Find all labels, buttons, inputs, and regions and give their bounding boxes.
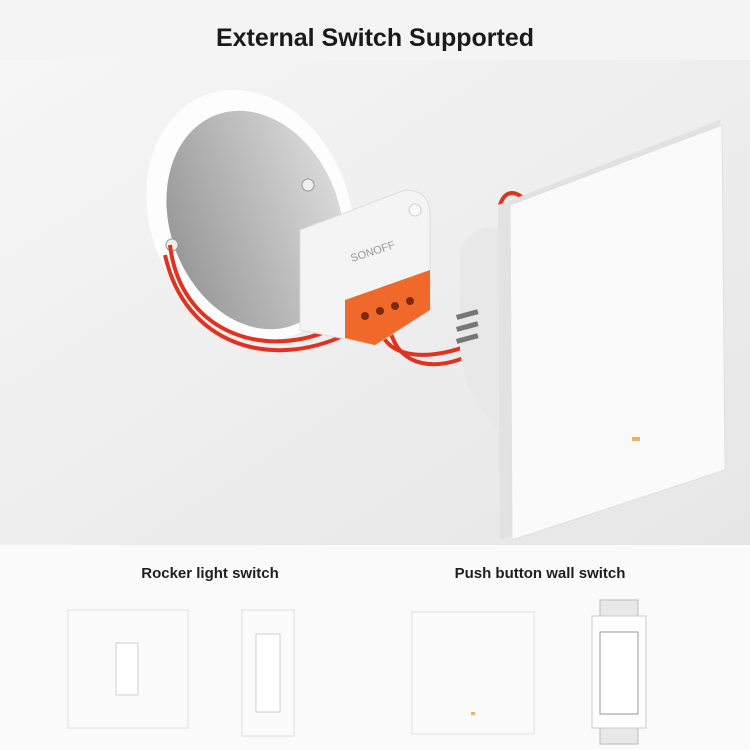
caption-rocker-light-switch: Rocker light switch xyxy=(141,565,279,582)
caption-push-button-wall-switch: Push button wall switch xyxy=(454,565,626,582)
rocker-switch-2 xyxy=(241,609,295,737)
junction-box xyxy=(146,89,354,341)
wall-switch-large xyxy=(455,120,726,541)
push-button-switch-2 xyxy=(591,599,647,745)
page-title: External Switch Supported xyxy=(215,24,535,52)
sonoff-module: SONOFF xyxy=(299,189,431,346)
rocker-switch-1 xyxy=(67,609,189,729)
push-button-switch-1 xyxy=(411,611,535,735)
